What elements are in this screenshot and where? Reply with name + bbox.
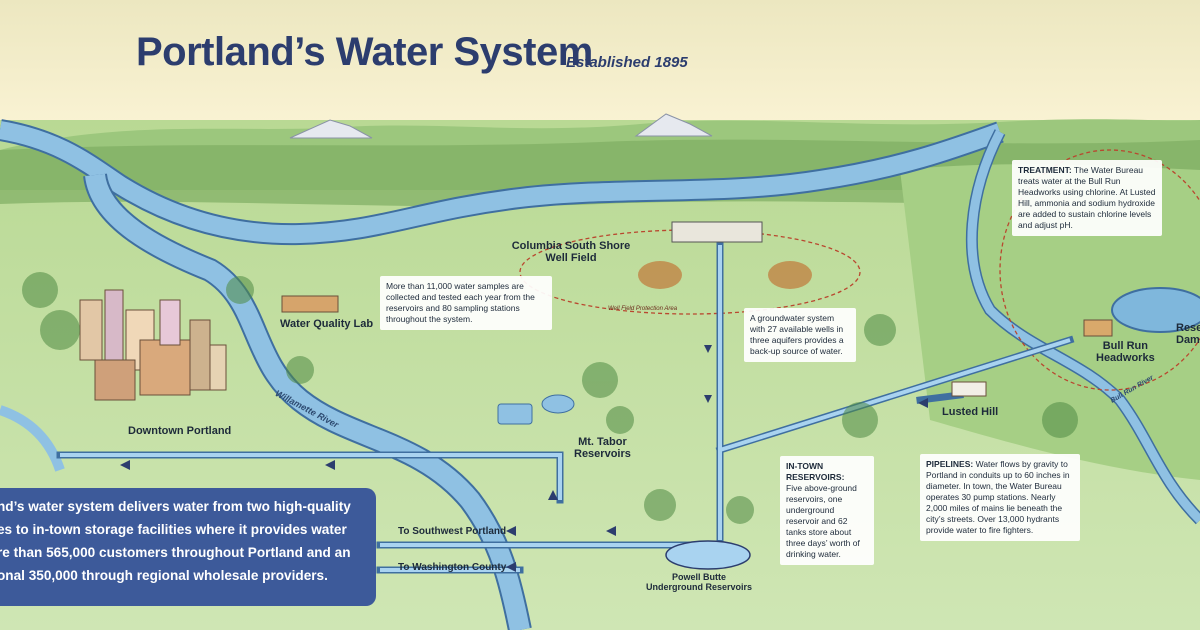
treatment-area xyxy=(999,149,1200,391)
mt-tabor-reservoir-1 xyxy=(497,403,533,425)
pipelines-note: PIPELINES: Water flows by gravity to Por… xyxy=(920,454,1080,541)
columbia-well-field-label: Columbia South Shore Well Field xyxy=(511,240,631,264)
summary-box: nd’s water system delivers water from tw… xyxy=(0,488,376,606)
tree-clusters xyxy=(22,272,1078,524)
summary-line: nd’s water system delivers water from tw… xyxy=(0,499,351,514)
treatment-heading: TREATMENT: xyxy=(1018,165,1072,175)
intown-heading: IN-TOWN RESERVOIRS: xyxy=(786,461,845,482)
page-subtitle: Established 1895 xyxy=(566,54,688,71)
bull-run-lake xyxy=(1111,287,1200,333)
powell-butte-label: Powell Butte Underground Reservoirs xyxy=(646,572,753,592)
well-field-protection-area xyxy=(519,229,861,315)
bull-run-headworks-building xyxy=(1083,319,1113,337)
mt-tabor-reservoir-2 xyxy=(541,394,575,414)
treatment-note: TREATMENT: The Water Bureau treats water… xyxy=(1012,160,1162,236)
intown-body: Five above-ground reservoirs, one underg… xyxy=(786,483,860,559)
treatment-body: The Water Bureau treats water at the Bul… xyxy=(1018,165,1156,230)
intown-note: IN-TOWN RESERVOIRS:Five above-ground res… xyxy=(780,456,874,565)
powell-butte-tank xyxy=(665,540,751,570)
summary-line: re than 565,000 customers throughout Por… xyxy=(0,545,351,560)
pipelines-heading: PIPELINES: xyxy=(926,459,974,469)
summary-line: es to in-town storage facilities where i… xyxy=(0,522,347,537)
well-field-protection-label: Well Field Protection Area xyxy=(608,306,678,312)
lusted-hill-building xyxy=(951,381,987,397)
west-river xyxy=(0,405,65,472)
page-title: Portland’s Water System xyxy=(136,30,593,74)
mt-tabor-label: Mt. Tabor Reservoirs xyxy=(574,436,631,460)
water-quality-lab-building xyxy=(281,295,339,313)
downtown-buildings xyxy=(79,289,227,401)
to-washington-label: To Washington County xyxy=(398,562,507,573)
well-field-building xyxy=(671,221,763,243)
lab-note: More than 11,000 water samples are colle… xyxy=(380,276,552,330)
pipelines-body: Water flows by gravity to Portland in co… xyxy=(926,459,1070,535)
mountain-right xyxy=(634,113,713,137)
water-quality-lab-label: Water Quality Lab xyxy=(280,318,374,330)
mountain-left xyxy=(289,119,373,139)
summary-line: onal 350,000 through regional wholesale … xyxy=(0,568,328,583)
groundwater-note: A groundwater system with 27 available w… xyxy=(744,308,856,362)
sky xyxy=(0,0,1200,140)
bull-run-headworks-label: Bull Run Headworks xyxy=(1096,340,1155,364)
downtown-portland-label: Downtown Portland xyxy=(128,425,232,437)
wells xyxy=(638,261,812,289)
flow-arrows xyxy=(120,345,928,572)
lusted-hill-label: Lusted Hill xyxy=(942,406,999,418)
to-southwest-label: To Southwest Portland xyxy=(398,526,507,537)
reservoir-dam-label: Rese Dam xyxy=(1176,322,1200,346)
